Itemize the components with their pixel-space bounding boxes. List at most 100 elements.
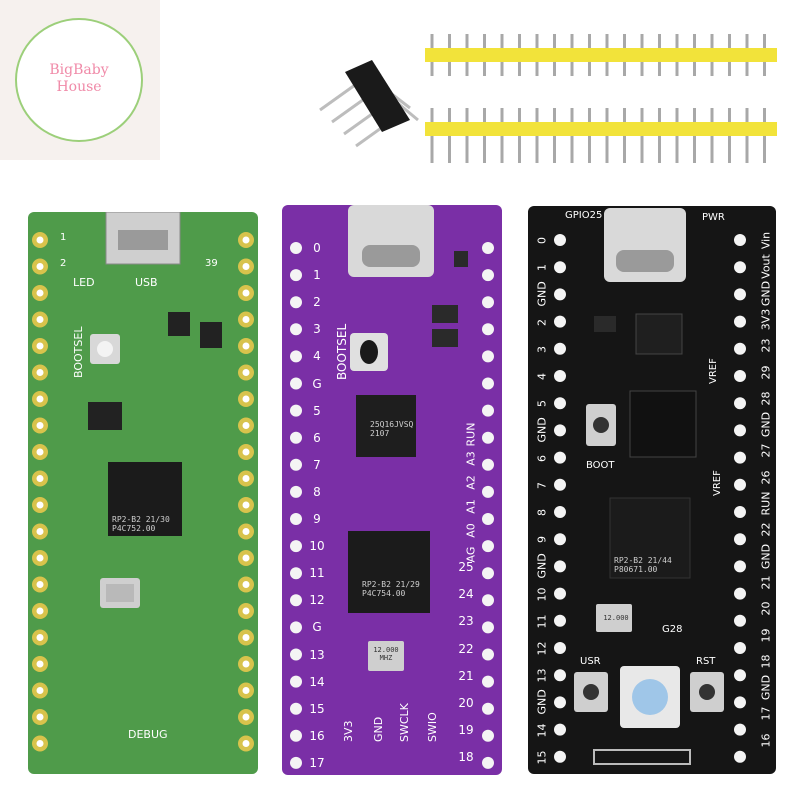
pad bbox=[554, 234, 566, 246]
black-left-pin-label: 3 bbox=[535, 345, 549, 353]
straight-pin-headers bbox=[425, 34, 777, 163]
black-left-pin-label: 12 bbox=[535, 641, 549, 656]
pad bbox=[290, 675, 302, 688]
rp2040-chip bbox=[609, 497, 691, 579]
pad bbox=[554, 288, 566, 301]
pad bbox=[734, 478, 746, 491]
purple-bottom-label: GND bbox=[372, 716, 385, 742]
brand-logo: BigBaby House bbox=[0, 0, 160, 160]
purple-left-pin-label: 3 bbox=[313, 322, 321, 337]
purple-left-pin-label: 17 bbox=[309, 755, 325, 770]
pad bbox=[290, 540, 302, 553]
usr-label: USR bbox=[580, 656, 601, 667]
purple-bottom-label: 3V3 bbox=[342, 720, 355, 742]
purple-right-pin-label: 23 bbox=[458, 614, 474, 629]
black-right-pin-label: 20 bbox=[759, 601, 773, 616]
purple-right-pin-label: 22 bbox=[458, 641, 474, 656]
black-right-pin-label: GND bbox=[759, 674, 773, 701]
black-right-pin-label: 18 bbox=[759, 654, 773, 669]
pad bbox=[734, 370, 746, 382]
black-chip-line-2: P80671.00 bbox=[614, 565, 658, 574]
pad bbox=[554, 451, 566, 464]
purple-flash-line-2: 2107 bbox=[370, 429, 390, 438]
purple-chip-line-1: RP2-B2 21/29 bbox=[362, 580, 420, 589]
black-right-pin-label: 21 bbox=[759, 575, 773, 590]
pad bbox=[290, 431, 302, 444]
pad bbox=[554, 315, 566, 328]
black-right-pin-label: 3V3 bbox=[759, 308, 773, 331]
pad bbox=[482, 350, 494, 363]
purple-right-pin-label: 24 bbox=[458, 587, 474, 602]
pad bbox=[290, 729, 302, 742]
black-right-pin-label: 28 bbox=[759, 391, 773, 406]
black-left-pin-label: GND bbox=[535, 689, 549, 715]
pad bbox=[290, 567, 302, 580]
pad bbox=[734, 560, 746, 573]
purple-left-pin-label: 9 bbox=[313, 512, 321, 526]
pad bbox=[554, 642, 566, 654]
flash-chip bbox=[356, 395, 416, 457]
pad bbox=[554, 478, 566, 491]
purple-board-art bbox=[290, 205, 494, 769]
pad bbox=[734, 642, 746, 654]
pad bbox=[290, 242, 302, 254]
purple-crystal-line-2: MHZ bbox=[379, 654, 393, 662]
pad bbox=[734, 614, 746, 627]
purple-crystal-line-1: 12.000 bbox=[373, 646, 399, 654]
black-left-pin-label: 7 bbox=[535, 481, 549, 489]
pad bbox=[482, 404, 494, 417]
purple-left-pin-label: 4 bbox=[313, 349, 321, 364]
purple-crystal-marking: 12.000 MHZ bbox=[368, 646, 404, 662]
pad bbox=[482, 567, 494, 580]
purple-left-pin-label: 15 bbox=[309, 701, 325, 716]
black-right-pin-label: GND bbox=[759, 411, 773, 438]
black-left-pin-label: 14 bbox=[535, 723, 549, 738]
pad bbox=[290, 621, 302, 634]
black-right-pin-label: 26 bbox=[759, 470, 773, 485]
purple-bottom-label: SWIO bbox=[426, 712, 439, 742]
purple-left-pin-label: 11 bbox=[309, 566, 325, 581]
led-label: LED bbox=[73, 276, 95, 289]
purple-left-pin-label: 5 bbox=[313, 403, 321, 418]
rst-label: RST bbox=[696, 656, 716, 667]
black-crystal-marking: 12.000 bbox=[598, 614, 634, 622]
pad bbox=[290, 594, 302, 607]
purple-left-pin-label: 12 bbox=[309, 593, 325, 608]
purple-right-pin-label: 18 bbox=[458, 750, 474, 765]
green-board-art bbox=[32, 212, 254, 752]
pin-2-label: 2 bbox=[60, 258, 67, 269]
purple-right-pin-label: 20 bbox=[458, 696, 474, 710]
purple-left-pin-label: 14 bbox=[309, 674, 325, 689]
pad bbox=[554, 696, 566, 709]
silk-box bbox=[593, 749, 691, 765]
pad bbox=[290, 485, 302, 498]
pad bbox=[554, 669, 566, 682]
rp2040-chip bbox=[348, 531, 430, 613]
pad bbox=[482, 540, 494, 553]
pad bbox=[554, 750, 566, 763]
black-left-pin-label: 1 bbox=[535, 264, 549, 272]
pad bbox=[734, 587, 746, 600]
green-chip-line-2: P4C752.00 bbox=[112, 524, 156, 533]
black-left-pin-label: 11 bbox=[535, 614, 549, 629]
purple-left-pin-label: 10 bbox=[309, 539, 325, 554]
black-right-pin-label: Vin bbox=[759, 231, 773, 250]
pad bbox=[734, 451, 746, 464]
purple-left-pin-label: 8 bbox=[313, 484, 321, 499]
pad bbox=[554, 342, 566, 355]
pad bbox=[482, 675, 494, 688]
pad bbox=[290, 648, 302, 661]
pad bbox=[734, 342, 746, 355]
logo-text: BigBaby House bbox=[15, 62, 143, 96]
purple-right-pin-label: 25 bbox=[458, 560, 474, 574]
flash-chip bbox=[629, 390, 697, 458]
boot-label: BOOT bbox=[586, 460, 615, 471]
pad bbox=[734, 261, 746, 274]
black-right-pin-label: 17 bbox=[759, 706, 773, 721]
purple-left-pin-label: 16 bbox=[309, 728, 325, 743]
black-right-pin-label: 22 bbox=[759, 522, 773, 537]
purple-chip-line-2: P4C754.00 bbox=[362, 589, 406, 598]
black-crystal-line-1: 12.000 bbox=[603, 614, 629, 622]
vref-label: VREF bbox=[708, 358, 719, 384]
pad bbox=[554, 397, 566, 410]
